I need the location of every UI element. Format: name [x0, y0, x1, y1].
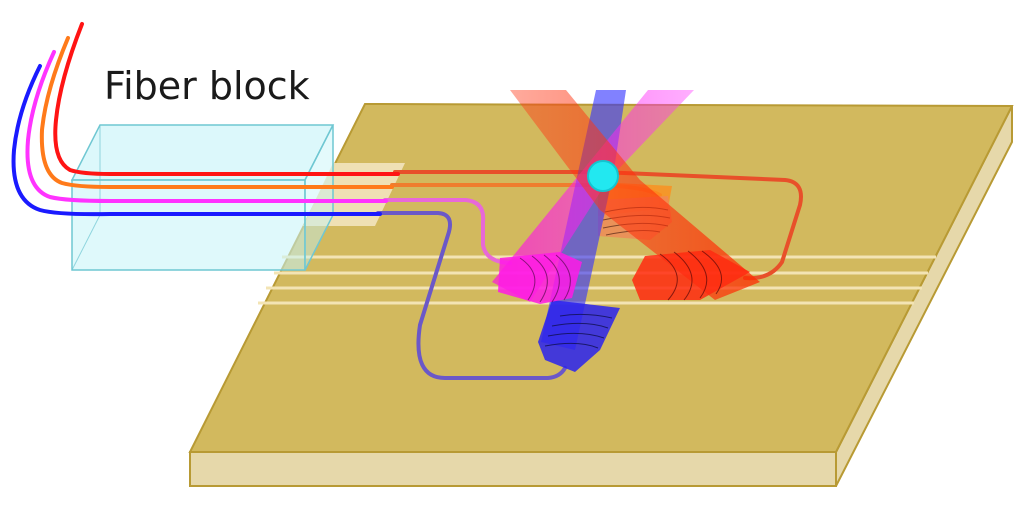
fiber-magenta — [25, 50, 388, 203]
fiber-red — [53, 22, 400, 176]
optical-fibers — [11, 22, 400, 217]
fiber-block-front — [71, 179, 306, 271]
focus-point — [587, 160, 619, 192]
fiber-blue — [11, 64, 382, 217]
grating-blue-pad — [538, 300, 620, 372]
fiber-orange — [39, 36, 394, 189]
cross-waveguides — [258, 255, 936, 305]
fiber-block-top — [70, 124, 335, 181]
grating-magenta-pad — [498, 252, 582, 304]
chip — [188, 102, 1014, 487]
fiber-block-label: Fiber block — [104, 64, 310, 108]
fiber-block — [70, 124, 335, 271]
chip-front-side — [189, 451, 837, 487]
chip-top-surface — [188, 102, 1014, 453]
edge-coupler-pad — [303, 163, 405, 226]
grating-red — [510, 90, 760, 301]
waveguide-blue — [376, 211, 567, 380]
waveguide-red — [393, 170, 803, 281]
waveguide-magenta — [383, 198, 512, 265]
beam-red — [510, 90, 760, 300]
